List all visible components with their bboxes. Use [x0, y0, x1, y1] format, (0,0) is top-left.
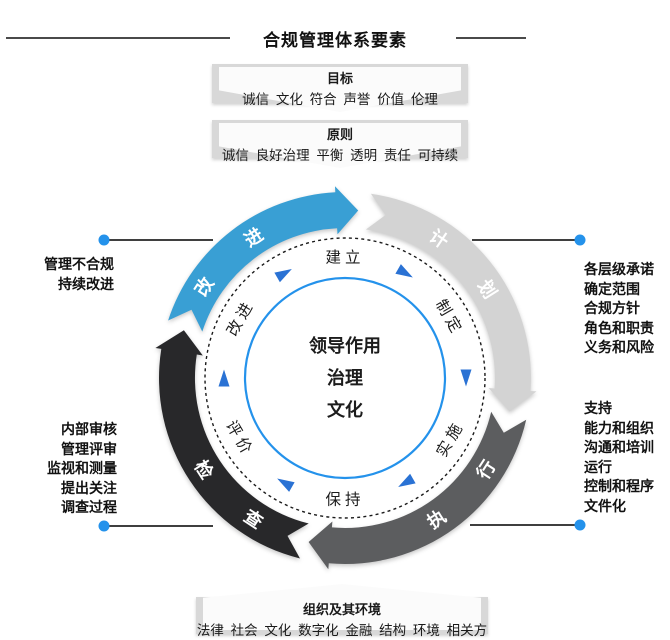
note-line: 调查过程: [61, 499, 117, 515]
note-line: 提出关注: [61, 479, 117, 496]
inner-step-label: 实施: [433, 417, 468, 460]
connector-dot-icon: [574, 234, 586, 246]
note-line: 管理不合规: [44, 256, 114, 272]
core-circle: [243, 276, 447, 480]
note-line: 文件化: [584, 497, 626, 514]
core-line: 治理: [327, 368, 363, 388]
principle-banner: 原则 诚信 良好治理 平衡 透明 责任 可持续: [212, 120, 468, 168]
connector-dot-icon: [574, 519, 586, 531]
flow-arrow-icon: [395, 264, 413, 278]
goal-banner: 目标 诚信 文化 符合 声誉 价值 伦理: [212, 64, 468, 112]
flow-arrow-icon: [277, 478, 295, 492]
note-plan: 各层级承诺 确定范围 合规方针 角色和职责 义务和风险: [584, 260, 654, 358]
note-line: 能力和组织: [584, 419, 654, 436]
note-improve: 管理不合规 持续改进: [18, 255, 114, 294]
inner-step-label: 改进: [223, 296, 258, 339]
note-line: 内部审核: [61, 421, 117, 437]
wheel-segment-执行: [308, 411, 527, 570]
flow-arrow-icon: [398, 473, 416, 488]
note-line: 角色和职责: [584, 319, 654, 336]
flow-arrow-icon: [274, 268, 292, 283]
inner-step-label: 制定: [432, 296, 467, 339]
note-line: 各层级承诺: [584, 261, 654, 277]
page-title: 合规管理体系要素: [263, 31, 407, 50]
note-line: 支持: [584, 400, 612, 416]
note-line: 运行: [584, 458, 612, 475]
goal-banner-title: 目标: [326, 71, 353, 86]
dashed-circle: [204, 237, 486, 519]
note-line: 持续改进: [58, 275, 114, 292]
flow-arrow-icon: [460, 369, 472, 387]
environment-banner-items: 法律 社会 文化 数字化 金融 结构 环境 相关方: [196, 623, 488, 638]
goal-banner-items: 诚信 文化 符合 声誉 价值 伦理: [242, 92, 438, 107]
note-line: 义务和风险: [584, 339, 654, 355]
note-line: 管理评审: [61, 440, 117, 457]
inner-step-label: 评价: [222, 417, 257, 460]
note-line: 监视和测量: [47, 460, 117, 476]
core-line: 领导作用: [309, 336, 381, 356]
wheel-segment-改进: [168, 186, 359, 332]
flow-arrow-icon: [218, 369, 230, 387]
connector-dot-icon: [98, 520, 110, 532]
note-line: 确定范围: [584, 280, 640, 297]
note-line: 控制和程序: [584, 478, 654, 494]
wheel-segment-计划: [365, 193, 537, 412]
inner-step-label: 建立: [325, 249, 364, 267]
environment-banner: 组织及其环境 法律 社会 文化 数字化 金融 结构 环境 相关方: [196, 584, 488, 638]
inner-step-label: 保持: [325, 491, 364, 509]
environment-banner-title: 组织及其环境: [302, 602, 381, 617]
principle-banner-items: 诚信 良好治理 平衡 透明 责任 可持续: [221, 148, 459, 163]
note-line: 沟通和培训: [584, 439, 654, 455]
note-line: 合规方针: [584, 300, 640, 316]
note-check: 内部审核 管理评审 监视和测量 提出关注 调查过程: [18, 420, 117, 518]
principle-banner-title: 原则: [326, 127, 353, 142]
connector-dot-icon: [98, 234, 110, 246]
core-values: 领导作用 治理 文化: [255, 330, 435, 426]
core-line: 文化: [327, 400, 363, 420]
wheel-segment-检查: [155, 330, 309, 559]
note-do: 支持 能力和组织 沟通和培训 运行 控制和程序 文件化: [584, 399, 654, 516]
